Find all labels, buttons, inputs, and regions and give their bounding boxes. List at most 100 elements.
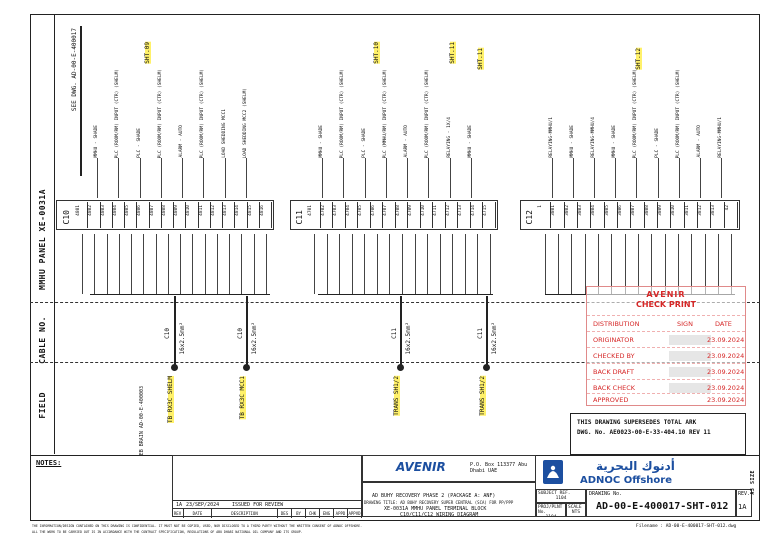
c12-terminal-label: 3811 bbox=[684, 205, 690, 216]
c10-wire bbox=[241, 234, 243, 294]
c10-function-tick bbox=[97, 158, 98, 198]
c11-terminal-label: 4709 bbox=[408, 205, 414, 216]
c11-wire bbox=[351, 234, 353, 294]
c12-function: RELAYING-MMHU/4 bbox=[591, 117, 597, 158]
c12-wire bbox=[584, 234, 586, 294]
c12-function-tick bbox=[552, 158, 553, 198]
c10-terminal-label: 4810 bbox=[186, 205, 192, 216]
stamp-header-row: DISTRIBUTION SIGN DATE bbox=[587, 315, 745, 332]
c11-terminal-label: 4710 bbox=[420, 205, 426, 216]
drawing-title-line: AD BUHY RECOVERY PHASE 2 (PACKAGE A: ANF… bbox=[372, 493, 496, 499]
contractor-name: AVENIR bbox=[396, 460, 446, 474]
c12-terminal: 1 bbox=[538, 202, 552, 228]
c11-terminal: 4711 bbox=[433, 202, 446, 228]
drawing-title-block bbox=[362, 482, 536, 517]
c12-function-tick bbox=[615, 158, 617, 198]
c10-terminal-label: 4815 bbox=[247, 205, 253, 216]
sheet-size-label: A3 SIZE bbox=[750, 470, 756, 495]
c12-function: PLC (ROOM/RM) INPUT (CTR) (SHELM) bbox=[675, 68, 681, 158]
drawing-title-line: XE-0031A MMHU PANEL TERMINAL BLOCK bbox=[384, 506, 487, 512]
c12-wire bbox=[598, 234, 599, 294]
cable-c10-id: C10 bbox=[164, 328, 171, 339]
c11-wire bbox=[439, 234, 441, 294]
top-bus-line bbox=[80, 26, 82, 176]
c11-terminal: 4713 bbox=[458, 202, 471, 228]
rev-header-cell: REV bbox=[172, 509, 184, 518]
stamp-row-date: 23.09.2024 bbox=[707, 384, 745, 392]
c10-wire bbox=[106, 234, 108, 294]
rev-description: ISSUED FOR REVIEW bbox=[232, 502, 284, 508]
cable-c11b-id: C11 bbox=[477, 328, 484, 339]
supersede-line: DWG. No. AE0023-00-E-33-404.10 REV 11 bbox=[577, 429, 711, 436]
c10-function-tick bbox=[245, 158, 247, 198]
c11-function-tick bbox=[428, 158, 430, 198]
c11-wire bbox=[314, 234, 316, 294]
footer-line: THE INFORMATION/DESIGN CONTAINED ON THIS… bbox=[32, 524, 363, 528]
stamp-row-date: 23.09.2024 bbox=[707, 368, 745, 376]
stamp-row-label: CHECKED BY bbox=[593, 352, 635, 360]
c10-bus bbox=[90, 294, 270, 295]
stamp-row-label: BACK DRAFT bbox=[593, 368, 634, 376]
subject-ref-cell: SUBJECT REF.1104 bbox=[536, 489, 586, 503]
c11-terminal-label: 4705 bbox=[358, 205, 364, 216]
c11-terminal: 4705 bbox=[358, 202, 371, 228]
cable-c10-size: 16x2.5mm² bbox=[179, 322, 186, 355]
c10-function-tick bbox=[203, 158, 205, 198]
c12-terminal-label: 3802 bbox=[564, 205, 570, 216]
c11-function: ALARM - AUTO bbox=[404, 125, 409, 158]
c11-wire bbox=[452, 234, 453, 294]
c12-wire bbox=[691, 234, 693, 294]
c11-wire bbox=[389, 234, 391, 294]
stamp-row-date: 23.09.2024 bbox=[707, 352, 745, 360]
c12-terminal-label: 3803 bbox=[578, 205, 583, 216]
c11-wire bbox=[376, 234, 378, 294]
rev-header-cell: DESCRIPTION bbox=[212, 509, 278, 518]
c11-function-tick bbox=[385, 158, 387, 198]
stamp-row: CHECKED BY 23.09.2024 bbox=[587, 347, 745, 364]
stamp-header-date: DATE bbox=[715, 320, 732, 328]
c12-function: ALARM - AUTO bbox=[696, 125, 702, 158]
c12-function-tick bbox=[657, 158, 659, 198]
c10-terminal-label: 4808 bbox=[161, 205, 167, 216]
client-arabic-name: أدنوك البحرية bbox=[596, 459, 675, 473]
c11-function-tick bbox=[364, 158, 366, 198]
contractor-block bbox=[362, 455, 536, 482]
top-reference: SEE DWG. AD-00-E-400017 bbox=[71, 28, 78, 112]
c10-terminal-label: 4813 bbox=[223, 205, 228, 216]
c10-terminal: 4813 bbox=[223, 202, 236, 228]
c12-terminal-label: 3807 bbox=[631, 205, 637, 216]
rev-header-cell: DATE bbox=[184, 509, 212, 518]
c12-terminal: 3813 bbox=[711, 202, 725, 228]
c12-function: PLC - SHADE bbox=[654, 128, 660, 158]
c11-function: RELAYING - 1X/4 bbox=[446, 117, 452, 158]
c12-terminal-label: 3809 bbox=[658, 205, 663, 216]
c11-terminal-label: 4714 bbox=[470, 205, 476, 216]
c11-terminal: 4714 bbox=[471, 202, 484, 228]
c10-function: PLC (ROOM/RM) INPUT (CTR) (SHELM) bbox=[157, 68, 163, 158]
c11-function: PLC (MMHU/RM) INPUT (CTR) (SHELM) bbox=[382, 68, 388, 158]
c11-wire bbox=[489, 234, 491, 294]
c12-terminal: 3812 bbox=[698, 202, 712, 228]
c11-terminal-label: 4707 bbox=[383, 205, 389, 216]
cable-c11-size: 16x2.5mm² bbox=[405, 322, 412, 355]
c11-wire bbox=[339, 234, 341, 294]
c10-wire bbox=[82, 234, 83, 294]
subject-ref-label: SUBJECT REF. bbox=[538, 491, 571, 496]
field-node bbox=[397, 364, 404, 371]
stamp-company: AVENIR bbox=[646, 290, 686, 299]
c10-terminal: 4809 bbox=[174, 202, 187, 228]
divider-line bbox=[30, 362, 760, 363]
rev-header-cell: CHK bbox=[306, 509, 320, 518]
c10-terminal-label: 4804 bbox=[112, 205, 118, 216]
cable-line bbox=[400, 296, 402, 366]
adnoc-emblem-icon bbox=[543, 460, 563, 484]
c10-terminal-label: 4806 bbox=[137, 205, 143, 216]
cable-c10b-id: C10 bbox=[237, 328, 244, 339]
c12-terminal: 3811 bbox=[685, 202, 698, 228]
drawing-no-cell bbox=[586, 489, 736, 517]
drawing-no-label: DRAWING No. bbox=[589, 491, 623, 497]
c10-function-tick bbox=[118, 158, 120, 198]
c10-terminal: 4816 bbox=[260, 202, 272, 228]
